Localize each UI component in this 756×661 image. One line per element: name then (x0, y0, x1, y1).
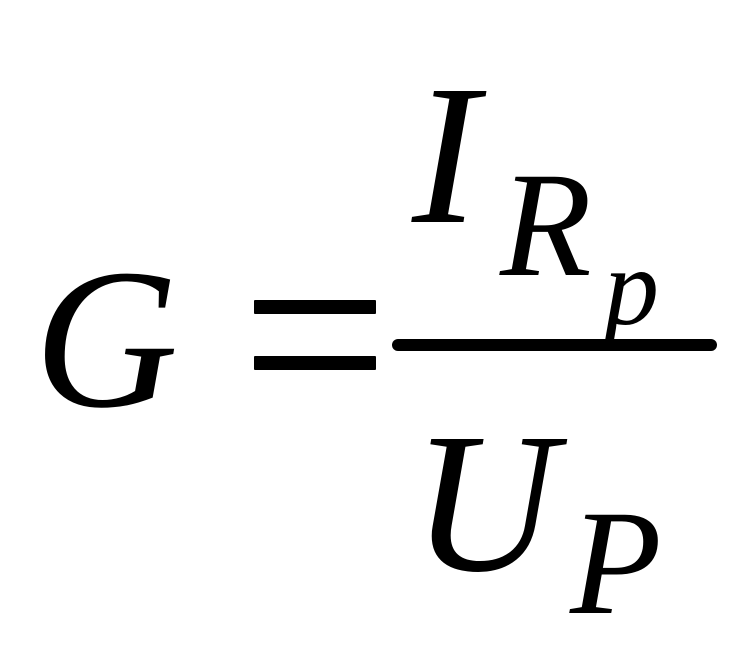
equals-bottom-bar (254, 356, 376, 370)
numerator-sub-subscript-p: p (604, 226, 659, 348)
denominator-subscript-p: P (570, 480, 662, 646)
denominator-base-u: U (412, 393, 557, 614)
formula-lhs-g: G (34, 229, 179, 450)
numerator-base-i: I (412, 45, 479, 266)
numerator-subscript-r: R (500, 142, 592, 308)
fraction-bar (392, 339, 717, 351)
equals-top-bar (254, 300, 376, 314)
